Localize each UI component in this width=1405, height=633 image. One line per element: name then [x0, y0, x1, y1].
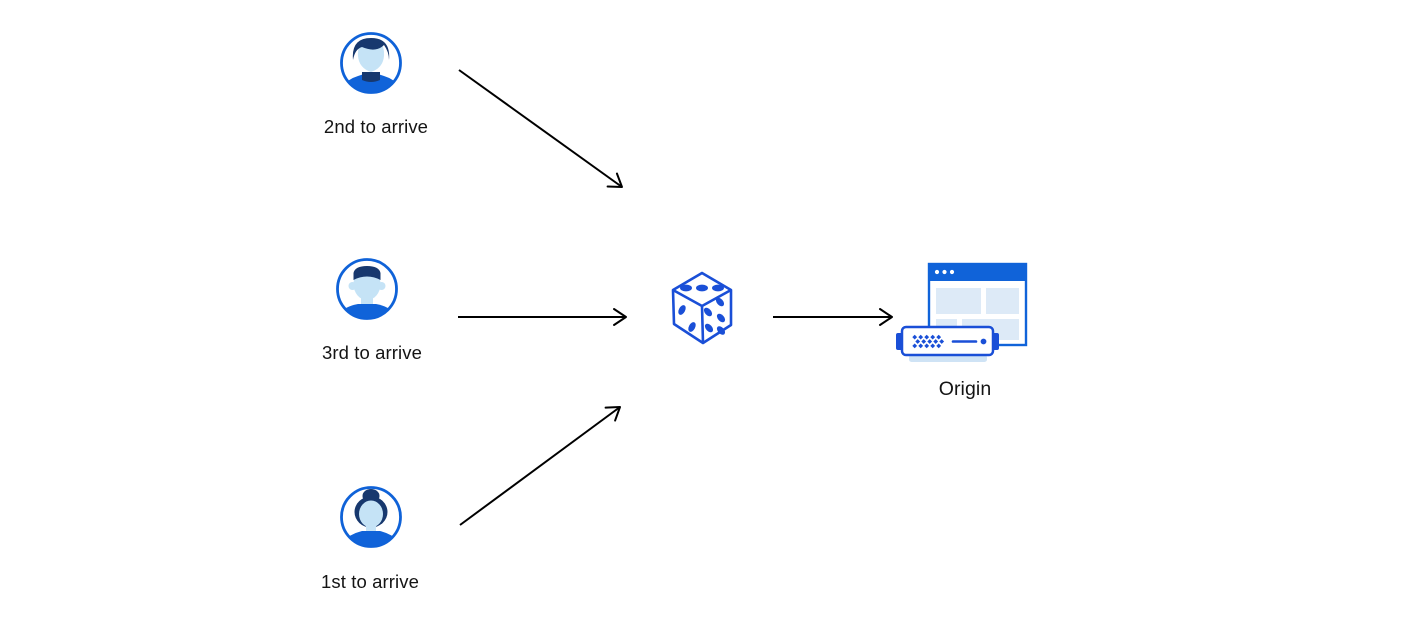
label-origin: Origin — [938, 378, 992, 400]
node-origin — [892, 260, 1034, 371]
label-user-second: 2nd to arrive — [323, 116, 429, 137]
node-dice — [666, 266, 740, 355]
origin-server-icon — [896, 262, 1028, 362]
node-user-first — [338, 484, 404, 555]
female-avatar-icon — [340, 486, 402, 548]
label-user-third: 3rd to arrive — [321, 342, 423, 363]
label-user-first: 1st to arrive — [321, 571, 419, 592]
male-avatar-icon — [336, 258, 398, 320]
avatar-figure — [338, 266, 396, 318]
server-appliance — [896, 325, 999, 362]
dice-pips — [678, 284, 726, 335]
node-user-second — [338, 30, 404, 101]
arrow-first-to-dice — [459, 406, 621, 526]
male-avatar-icon — [340, 32, 402, 94]
dice-icon — [671, 271, 733, 345]
arrow-second-to-dice — [458, 69, 623, 188]
node-user-third — [334, 256, 400, 327]
avatar-figure — [342, 489, 400, 546]
